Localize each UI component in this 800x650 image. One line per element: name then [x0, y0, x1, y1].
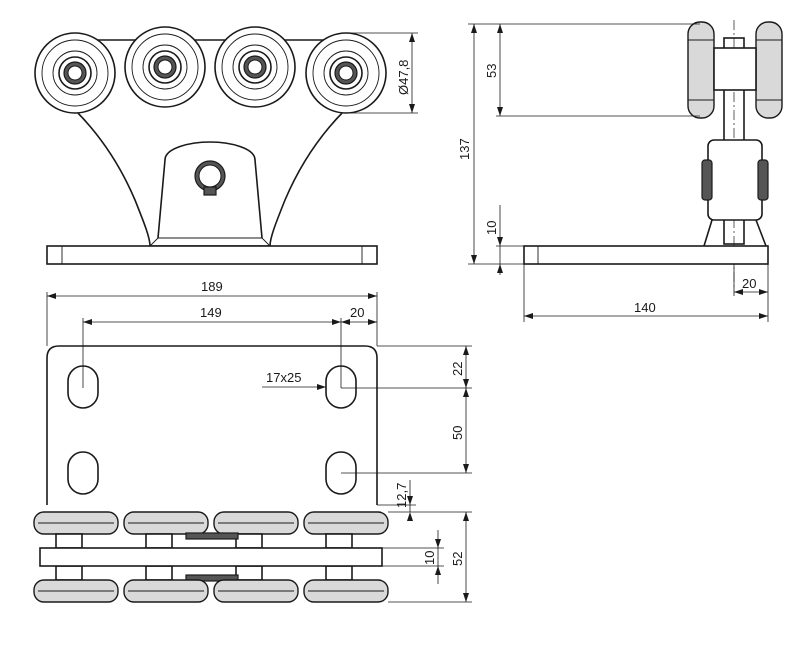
front-view: Ø47,8 — [34, 26, 418, 265]
dim-base-height: 10 — [484, 221, 499, 235]
dim-total-width: 189 — [201, 279, 223, 294]
dim-slot-edge: 22 — [450, 362, 465, 376]
dim-wheel-diameter: Ø47,8 — [396, 60, 411, 95]
dim-edge-offset: 20 — [350, 305, 364, 320]
side-wheel-right — [755, 21, 783, 119]
top-wheel-row-lower — [33, 579, 389, 603]
side-view: 53 137 10 20 140 — [457, 20, 783, 322]
dim-wheel-height: 53 — [484, 64, 499, 78]
dim-total-height: 137 — [457, 138, 472, 160]
front-wheel-4 — [305, 32, 387, 114]
top-wheel-row-upper — [33, 511, 389, 535]
slot-bottom-left — [67, 451, 99, 495]
top-plate — [46, 345, 378, 505]
side-wheel-left — [687, 21, 715, 119]
dim-wheel-assembly-height: 52 — [450, 552, 465, 566]
dim-side-offset: 20 — [742, 276, 756, 291]
front-base-plate — [46, 245, 378, 265]
side-base-plate — [523, 245, 769, 265]
top-view: 189 149 20 17x25 22 50 12,7 10 — [33, 279, 472, 603]
dim-hole-spacing: 149 — [200, 305, 222, 320]
dim-slot-size: 17x25 — [266, 370, 301, 385]
front-wheel-3 — [214, 26, 296, 108]
side-bracket — [707, 139, 763, 221]
front-wheel-2 — [124, 26, 206, 108]
dim-slot-spacing: 50 — [450, 426, 465, 440]
top-spacer-bar — [39, 547, 383, 567]
dim-plate-gap: 12,7 — [394, 483, 409, 508]
dim-base-length: 140 — [634, 300, 656, 315]
front-mounting-lug — [157, 141, 263, 239]
dim-spacer-thickness: 10 — [422, 551, 437, 565]
front-wheel-1 — [34, 32, 116, 114]
